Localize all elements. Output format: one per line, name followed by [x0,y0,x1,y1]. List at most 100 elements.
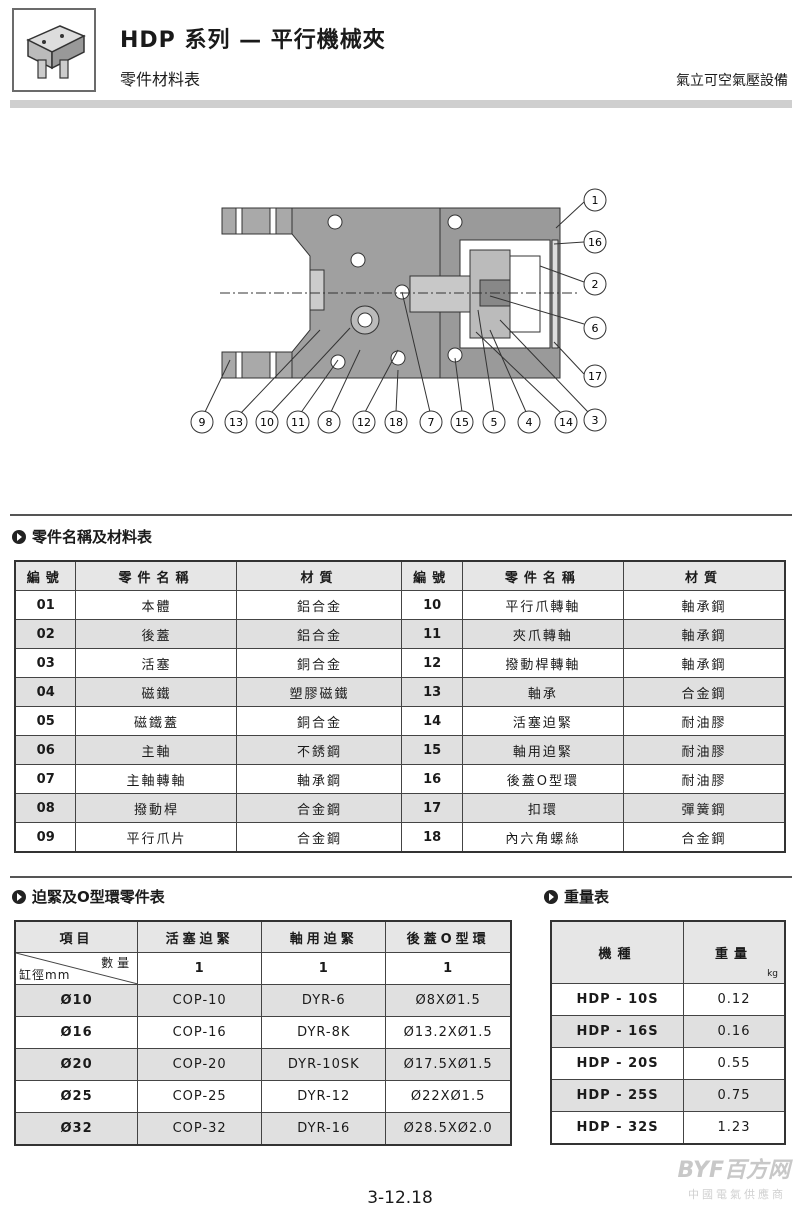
watermark-subtitle: 中國電氣供應商 [688,1188,786,1201]
callout-9: 9 [190,359,231,434]
seal-model: DYR-10SK [261,1048,387,1081]
part-name: 活塞迫緊 [461,706,624,736]
callout-1: 1 [555,188,607,229]
seal-header-row: 項目 活塞迫緊 軸用迫緊 後蓋O型環 [14,920,512,953]
part-name: 扣環 [461,793,624,823]
svg-text:6: 6 [592,322,599,335]
play-circle-icon [12,889,26,904]
bore-label: 缸徑mm [19,968,71,982]
part-number: 13 [401,677,463,707]
seal-model: COP-10 [137,984,263,1017]
part-number: 11 [401,619,463,649]
callout-7: 7 [401,291,443,434]
svg-text:15: 15 [455,416,469,429]
model-name: HDP - 32S [550,1111,685,1145]
callout-4: 4 [489,329,541,434]
part-material: 軸承鋼 [622,619,786,649]
part-number: 05 [14,706,77,736]
page-number: 3-12.18 [367,1188,433,1208]
callout-5: 5 [477,309,506,434]
callout-6: 6 [489,295,607,340]
svg-text:13: 13 [229,416,243,429]
callout-2: 2 [539,265,607,296]
seal-model: COP-16 [137,1016,263,1049]
diagonal-line [16,953,138,984]
diagonal-label-cell: 數量 缸徑mm [14,952,139,985]
part-material: 銅合金 [236,648,403,678]
callout-15: 15 [450,357,474,434]
qty-cell: 1 [385,952,512,985]
part-name: 主軸轉軸 [75,764,238,794]
part-name: 平行爪轉軸 [461,590,624,620]
callout-16: 16 [553,230,607,254]
header-divider [10,100,792,108]
part-material: 彈簧鋼 [622,793,786,823]
seal-qty-row: 數量 缸徑mm 1 1 1 [14,952,512,985]
section-divider [10,876,792,878]
seal-model: DYR-16 [261,1112,387,1146]
part-number: 15 [401,735,463,765]
part-material: 塑膠磁鐵 [236,677,403,707]
bore-size: Ø10 [14,984,139,1017]
callout-3: 3 [499,319,607,432]
gripper-icon [26,25,86,79]
seal-model: DYR-8K [261,1016,387,1049]
product-thumbnail [12,8,96,92]
svg-text:17: 17 [588,370,602,383]
part-material: 銅合金 [236,706,403,736]
svg-text:3: 3 [592,414,599,427]
cross-section-diagram [180,180,620,440]
parts-header-row: 編號 零件名稱 材質 編號 零件名稱 材質 [14,560,786,591]
seal-model: COP-20 [137,1048,263,1081]
qty-label: 數量 [101,956,134,970]
play-circle-icon [544,889,558,904]
seal-model: Ø13.2XØ1.5 [385,1016,512,1049]
play-circle-icon [12,529,26,544]
svg-text:7: 7 [428,416,435,429]
part-material: 鋁合金 [236,590,403,620]
weight-value: 0.16 [683,1015,786,1048]
part-name: 主軸 [75,735,238,765]
bore-size: Ø16 [14,1016,139,1049]
part-number: 06 [14,735,77,765]
callout-layer: 1 16 2 6 17 3 9 13 10 11 8 12 18 7 15 5 … [190,188,607,434]
bore-size: Ø25 [14,1080,139,1113]
callout-18: 18 [384,369,408,434]
qty-cell: 1 [137,952,263,985]
svg-text:1: 1 [592,194,599,207]
part-material: 軸承鋼 [622,648,786,678]
callout-11: 11 [286,359,339,434]
bore-size: Ø32 [14,1112,139,1146]
part-name: 軸用迫緊 [461,735,624,765]
part-number: 12 [401,648,463,678]
part-name: 內六角螺絲 [461,822,624,853]
parts-section-title: 零件名稱及材料表 [12,526,152,547]
part-material: 耐油膠 [622,706,786,736]
weight-header-row: 機種 重量 kg [550,920,786,984]
part-number: 10 [401,590,463,620]
seal-model: COP-32 [137,1112,263,1146]
bore-size: Ø20 [14,1048,139,1081]
part-name: 撥動桿轉軸 [461,648,624,678]
part-material: 耐油膠 [622,764,786,794]
part-material: 軸承鋼 [236,764,403,794]
part-name: 軸承 [461,677,624,707]
page-subtitle: 零件材料表 [120,70,201,89]
svg-text:11: 11 [291,416,305,429]
part-number: 02 [14,619,77,649]
weight-value: 0.75 [683,1079,786,1112]
